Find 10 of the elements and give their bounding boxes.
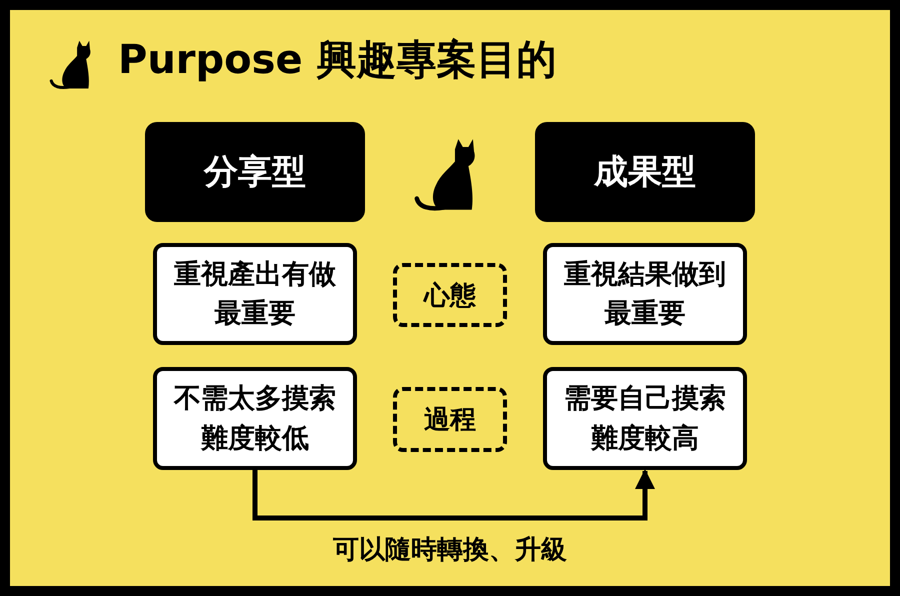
text-box: 不需太多摸索難度較低 [153,367,357,470]
text-box: 重視結果做到最重要 [543,243,747,345]
text-box: 重視產出有做最重要 [153,243,357,345]
text-box: 需要自己摸索難度較高 [543,367,747,470]
arrow [252,469,655,520]
header-box: 成果型 [535,122,755,222]
dashed-box: 過程 [393,387,507,452]
title: Purpose 興趣專案目的 [118,36,556,85]
header-box: 分享型 [145,122,365,222]
dashed-box: 心態 [393,263,507,327]
